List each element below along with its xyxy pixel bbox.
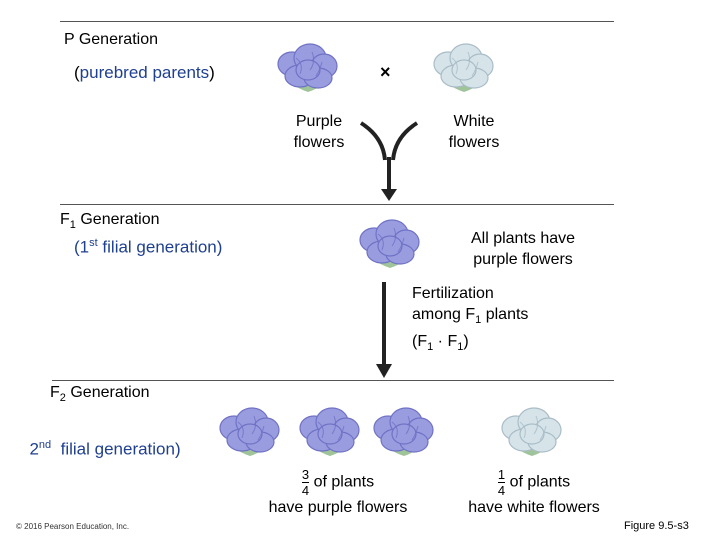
- fertilization-arrow-icon: [376, 282, 392, 378]
- f2-purple-text2: have purple flowers: [268, 499, 408, 516]
- white-flower-icon: [433, 43, 494, 92]
- f2-generation-title: F2 Generation: [50, 384, 150, 404]
- f2-title-suffix: Generation: [65, 384, 150, 401]
- fraction-numerator: 3: [301, 467, 310, 482]
- f1-title-suffix: Generation: [75, 211, 160, 228]
- fraction-denominator: 4: [301, 483, 310, 498]
- f2-generation-subtitle: 2nd filial generation): [20, 419, 181, 460]
- f1-title-prefix: F: [60, 211, 70, 228]
- f2-title-prefix: F: [50, 384, 60, 401]
- f2-white-text1: of plants: [505, 473, 571, 491]
- fert-line2-prefix: among F: [412, 306, 476, 323]
- purple-label-line2: flowers: [293, 134, 345, 151]
- purple-flowers-label: Purple flowers: [283, 111, 355, 153]
- f2-title-sub: 2: [59, 392, 66, 405]
- f2-subtitle-sup: nd: [38, 439, 52, 451]
- white-flower-icon: [501, 407, 562, 456]
- fert-line3-sub1: 1: [427, 341, 434, 354]
- fraction-denominator: 4: [497, 483, 506, 498]
- fertilization-line1: Fertilization: [412, 285, 494, 302]
- white-label-line1: White: [453, 113, 495, 130]
- f2-subtitle-prefix: 2: [29, 439, 39, 459]
- fraction-numerator: 1: [497, 467, 506, 482]
- fert-line2-suffix: plants: [481, 306, 529, 323]
- subtitle-text: purebred parents: [79, 63, 210, 82]
- f1-generation-title: F1 Generation: [60, 211, 160, 231]
- p-generation-title: P Generation: [64, 31, 158, 48]
- f1-note-line2: purple flowers: [473, 251, 573, 268]
- fert-line2-sub: 1: [475, 314, 482, 327]
- figure-label: Figure 9.5-s3: [624, 520, 689, 532]
- f2-purple-text1: of plants: [309, 473, 375, 491]
- white-label-line2: flowers: [448, 134, 500, 151]
- fraction-bar: [301, 482, 310, 483]
- p-generation-rule: [60, 21, 614, 22]
- f1-subtitle-sup: st: [89, 237, 98, 249]
- purple-flower-icon: [219, 407, 280, 456]
- fert-line3-sub2: 1: [457, 341, 464, 354]
- fertilization-line3: (F1 · F1): [412, 331, 528, 358]
- f1-note-line1: All plants have: [470, 230, 576, 247]
- f2-white-text2: have white flowers: [468, 499, 600, 516]
- f1-note: All plants have purple flowers: [450, 228, 596, 270]
- f1-subtitle-prefix: (1: [74, 237, 90, 257]
- white-flowers-label: White flowers: [438, 111, 510, 153]
- fert-line3-mid: · F: [433, 333, 458, 351]
- fraction-bar: [497, 482, 506, 483]
- fert-line3-suffix: ): [463, 333, 469, 351]
- purple-flower-icon: [299, 407, 360, 456]
- purple-label-line1: Purple: [295, 113, 343, 130]
- f2-subtitle-suffix: filial generation): [51, 439, 181, 459]
- f2-generation-rule: [52, 380, 614, 381]
- fertilization-line2: among F1 plants: [412, 304, 528, 331]
- subtitle-open: (: [74, 63, 80, 82]
- purple-flower-icon: [277, 43, 338, 92]
- subtitle-close: ): [209, 63, 215, 82]
- fertilization-note: Fertilization among F1 plants (F1 · F1): [412, 283, 528, 358]
- f1-subtitle-suffix: filial generation): [97, 237, 223, 257]
- purple-flower-icon: [359, 219, 420, 268]
- f1-generation-rule: [60, 204, 614, 205]
- f1-title-sub: 1: [69, 219, 76, 232]
- fert-line3-prefix: (F: [412, 333, 428, 351]
- p-generation-subtitle: (purebred parents): [74, 63, 215, 83]
- copyright-text: © 2016 Pearson Education, Inc.: [16, 522, 130, 531]
- f1-generation-subtitle: (1st filial generation): [74, 237, 222, 258]
- cross-symbol: ×: [380, 62, 391, 82]
- cross-arrow-icon: [359, 121, 419, 201]
- purple-flower-icon: [373, 407, 434, 456]
